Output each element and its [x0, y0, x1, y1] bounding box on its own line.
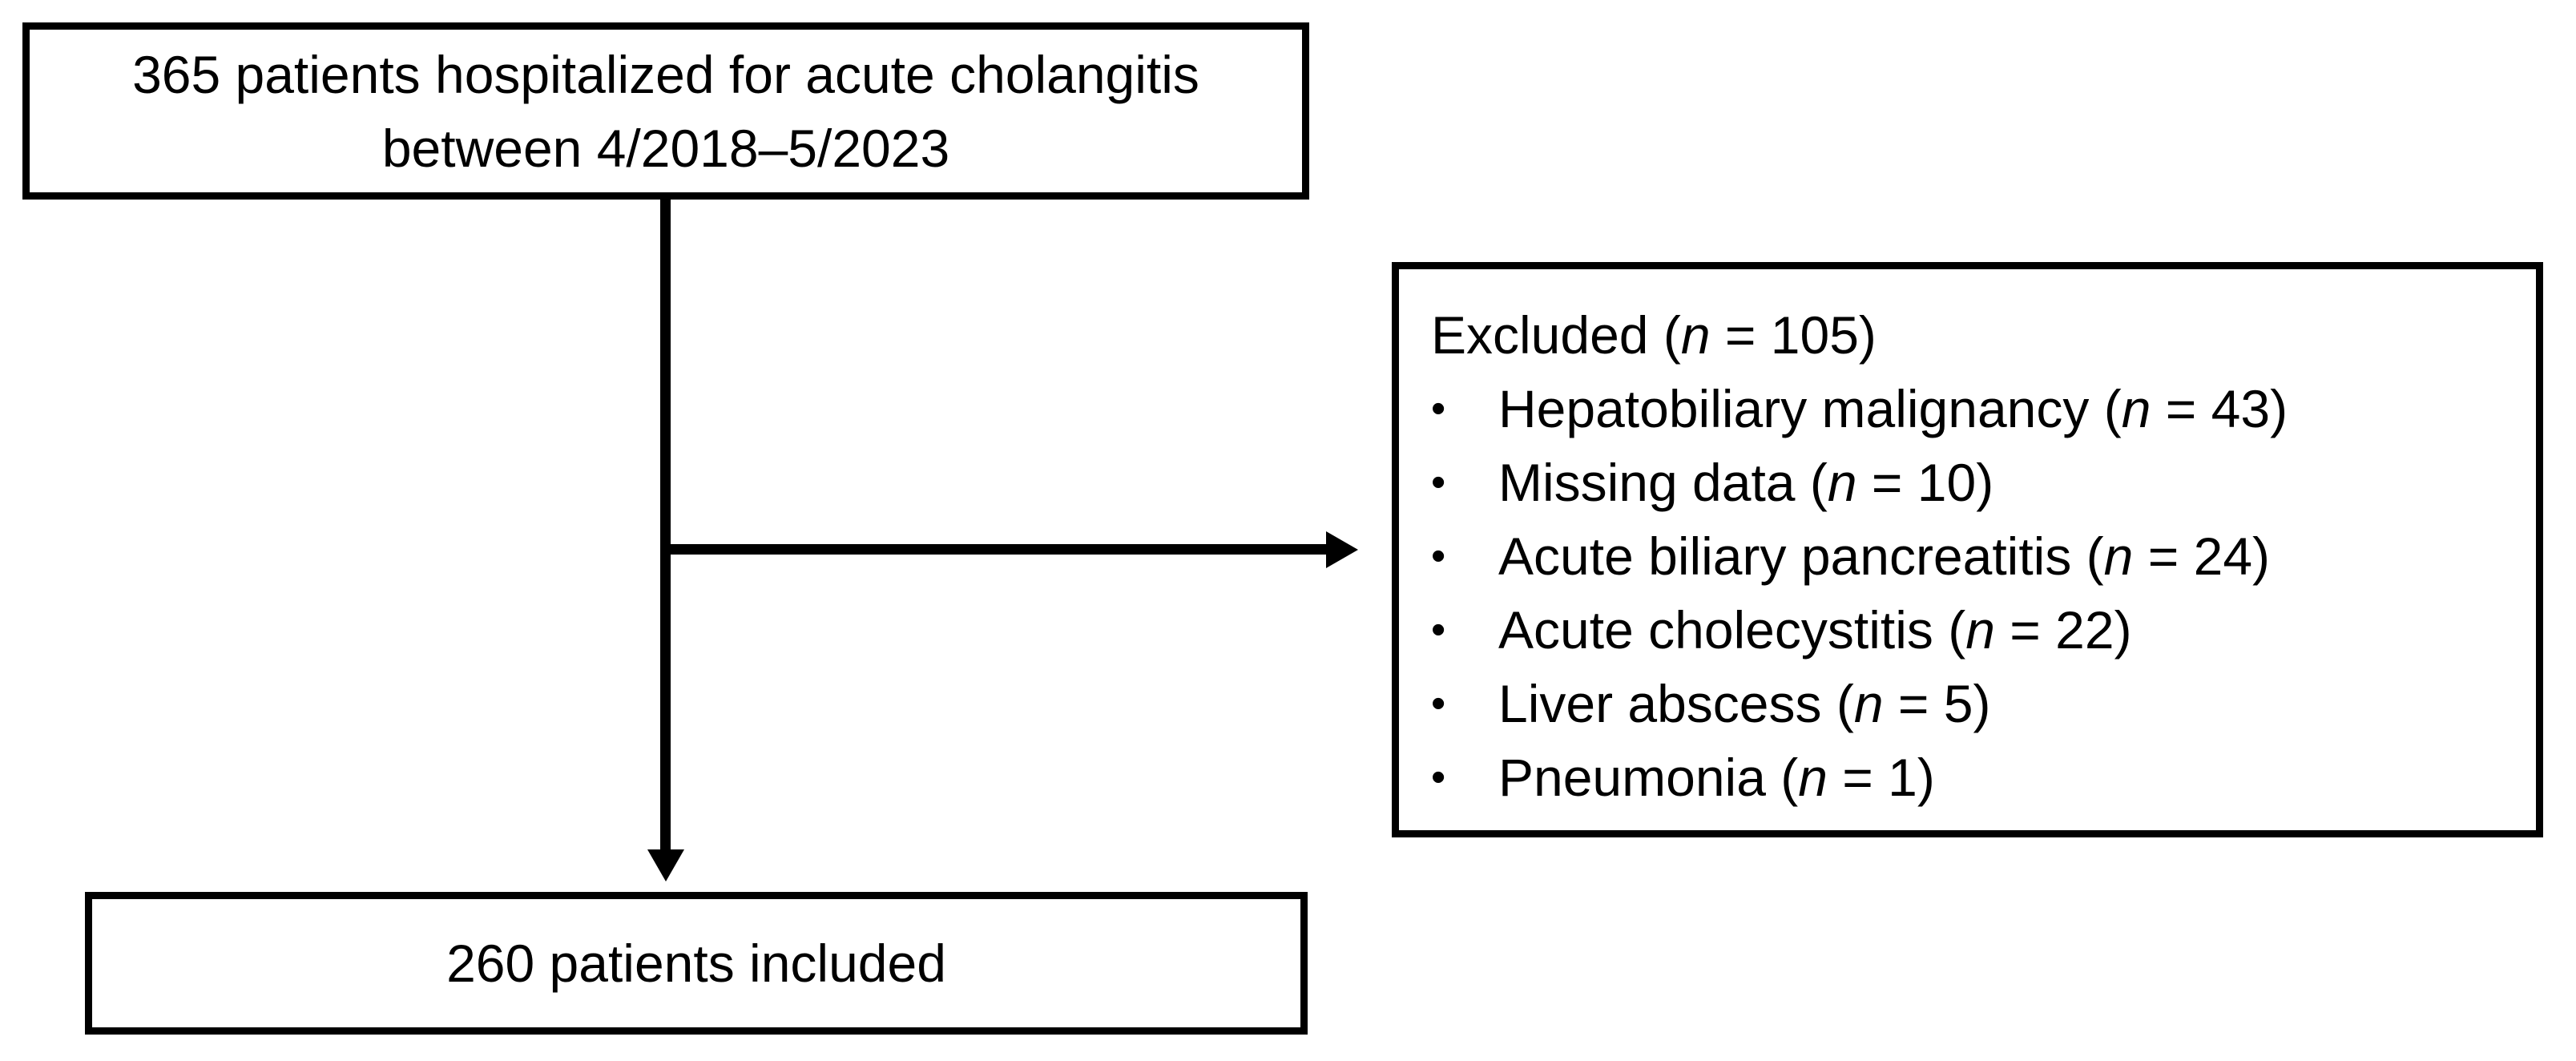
paren-open: (	[2071, 526, 2104, 586]
excluded-item-text: Pneumonia (n = 1)	[1498, 740, 1935, 814]
excluded-item-count: 1	[1888, 748, 1917, 807]
excluded-item-label: Missing data	[1498, 453, 1796, 512]
n-symbol: n	[2121, 379, 2151, 438]
excluded-item-count: 43	[2211, 379, 2271, 438]
paren-close: )	[1858, 305, 1877, 365]
paren-open: (	[1765, 748, 1799, 807]
excluded-heading: Excluded (n = 105)	[1431, 298, 2512, 372]
equals-sign: =	[1994, 600, 2056, 660]
n-symbol: n	[1827, 453, 1857, 512]
paren-open: (	[1933, 600, 1966, 660]
excluded-heading-label: Excluded	[1431, 305, 1649, 365]
excluded-item-text: Hepatobiliary malignancy (n = 43)	[1498, 372, 2288, 446]
included-text: 260 patients included	[446, 934, 946, 993]
equals-sign: =	[2133, 526, 2194, 586]
excluded-item-text: Liver abscess (n = 5)	[1498, 667, 1990, 740]
equals-sign: =	[1827, 748, 1889, 807]
excluded-item: • Acute cholecystitis (n = 22)	[1431, 593, 2512, 667]
excluded-heading-count: 105	[1770, 305, 1859, 365]
excluded-item-label: Liver abscess	[1498, 674, 1822, 733]
n-symbol: n	[1965, 600, 1995, 660]
excluded-item-label: Hepatobiliary malignancy	[1498, 379, 2090, 438]
excluded-item-count: 22	[2055, 600, 2114, 660]
excluded-item: • Liver abscess (n = 5)	[1431, 667, 2512, 740]
excluded-box: Excluded (n = 105) • Hepatobiliary malig…	[1392, 262, 2543, 837]
connector-vertical-line	[660, 199, 671, 851]
excluded-item-count: 5	[1943, 674, 1973, 733]
arrow-right-icon	[1326, 531, 1358, 568]
n-symbol: n	[1798, 748, 1828, 807]
excluded-item: • Pneumonia (n = 1)	[1431, 740, 2512, 814]
excluded-item-count: 10	[1917, 453, 1977, 512]
bullet-icon: •	[1431, 385, 1446, 432]
paren-close: )	[2252, 526, 2271, 586]
excluded-item-count: 24	[2193, 526, 2253, 586]
excluded-item-text: Acute biliary pancreatitis (n = 24)	[1498, 519, 2270, 593]
excluded-item: • Acute biliary pancreatitis (n = 24)	[1431, 519, 2512, 593]
excluded-item: • Hepatobiliary malignancy (n = 43)	[1431, 372, 2512, 446]
bullet-icon: •	[1431, 680, 1446, 727]
enrollment-line1: 365 patients hospitalized for acute chol…	[132, 44, 1199, 104]
connector-horizontal-line	[665, 544, 1328, 555]
paren-open: (	[1795, 453, 1828, 512]
bullet-icon: •	[1431, 533, 1446, 579]
arrow-down-icon	[647, 849, 684, 881]
included-box: 260 patients included	[85, 892, 1308, 1035]
equals-sign: =	[1883, 674, 1944, 733]
paren-close: )	[1976, 453, 1994, 512]
enrollment-box: 365 patients hospitalized for acute chol…	[22, 22, 1309, 200]
bullet-icon: •	[1431, 607, 1446, 653]
n-symbol: n	[1680, 305, 1711, 365]
equals-sign: =	[1710, 305, 1771, 365]
paren-close: )	[1917, 748, 1935, 807]
paren-close: )	[1973, 674, 1991, 733]
bullet-icon: •	[1431, 754, 1446, 801]
paren-close: )	[2270, 379, 2288, 438]
excluded-item-text: Missing data (n = 10)	[1498, 446, 1993, 519]
bullet-icon: •	[1431, 459, 1446, 506]
excluded-list: • Hepatobiliary malignancy (n = 43) • Mi…	[1431, 372, 2512, 814]
n-symbol: n	[2103, 526, 2134, 586]
paren-open: (	[1648, 305, 1681, 365]
paren-open: (	[2089, 379, 2122, 438]
excluded-item-label: Pneumonia	[1498, 748, 1766, 807]
paren-open: (	[1821, 674, 1854, 733]
excluded-item: • Missing data (n = 10)	[1431, 446, 2512, 519]
n-symbol: n	[1853, 674, 1884, 733]
paren-close: )	[2114, 600, 2132, 660]
equals-sign: =	[2151, 379, 2211, 438]
excluded-item-label: Acute biliary pancreatitis	[1498, 526, 2072, 586]
excluded-item-label: Acute cholecystitis	[1498, 600, 1933, 660]
equals-sign: =	[1856, 453, 1917, 512]
enrollment-line2: between 4/2018–5/2023	[381, 118, 950, 178]
excluded-item-text: Acute cholecystitis (n = 22)	[1498, 593, 2132, 667]
